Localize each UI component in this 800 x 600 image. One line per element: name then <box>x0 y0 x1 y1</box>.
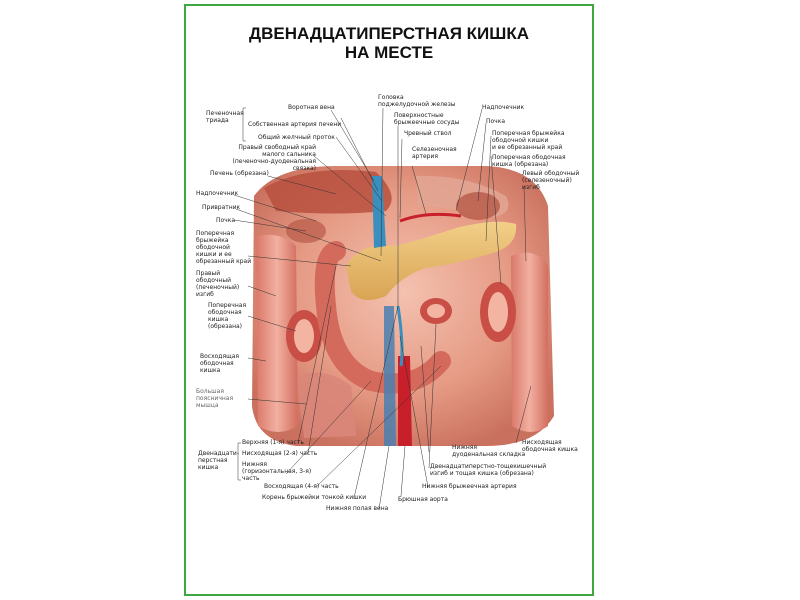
label-splenic-artery: Селезеночная артерия <box>412 146 457 160</box>
anatomy-illustration <box>233 107 554 510</box>
label-duodenal-fold: Нижняя дуоденальная складка <box>452 444 526 458</box>
splenic-artery <box>399 212 462 223</box>
label-ivc: Нижняя полая вена <box>326 505 389 512</box>
leader-lines <box>233 107 532 510</box>
portal-vein <box>372 176 386 248</box>
label-transverse-colon-right: Поперечная ободочная кишка (обрезана) <box>492 154 566 168</box>
label-liver-cut: Печень (обрезана) <box>210 170 269 177</box>
label-adrenal-left: Надпочечник <box>196 190 239 197</box>
label-mesenteric-vessels: Поверхностные брыжеечные сосуды <box>394 112 460 126</box>
label-omentum-edge: Правый свободный край малого сальника (п… <box>232 144 316 172</box>
label-portal-vein: Воротная вена <box>288 104 335 111</box>
label-pancreas-head: Головка поджелудочной железы <box>378 94 456 108</box>
label-mesocolon-cut: Поперечная брыжейка ободочной кишки и ее… <box>196 230 252 265</box>
title-line-2: НА МЕСТЕ <box>344 43 434 62</box>
label-duodenojejunal: Двенадцатиперстно-тощекишечный изгиб и т… <box>430 463 547 477</box>
label-duodenum: Двенадцати- перстная кишка <box>198 450 239 471</box>
label-kidney-right: Почка <box>486 118 506 125</box>
poster-title: ДВЕНАДЦАТИПЕРСТНАЯ КИШКА НА МЕСТЕ <box>186 24 592 62</box>
label-adrenal-right: Надпочечник <box>482 104 525 111</box>
mesenteric-vessels <box>396 305 404 367</box>
descending-colon <box>511 252 548 432</box>
label-psoas: Большая поясничная мышца <box>196 388 234 409</box>
ascending-colon <box>256 234 298 432</box>
label-part-descending: Нисходящая (2-я) часть <box>242 450 318 457</box>
label-part-upper: Верхняя (1-я) часть <box>242 439 304 446</box>
label-part-horizontal: Нижняя (горизонтальная, 3-я) часть <box>242 461 312 482</box>
psoas-muscle <box>296 372 356 438</box>
pancreas <box>346 221 517 300</box>
label-ascending-colon: Восходящая ободочная кишка <box>200 353 240 374</box>
duodenum-loop <box>314 241 451 394</box>
label-mesentery-root: Корень брыжейки тонкой кишки <box>262 494 367 501</box>
poster-frame: ДВЕНАДЦАТИПЕРСТНАЯ КИШКА НА МЕСТЕ <box>184 4 594 596</box>
label-part-ascending: Восходящая (4-я) часть <box>264 483 339 490</box>
label-hepatic-triad: Печеночная триада <box>206 110 244 124</box>
label-transverse-colon-left: Поперечная ободочная кишка (обрезана) <box>208 302 247 330</box>
label-celiac-trunk: Чревный ствол <box>404 130 452 137</box>
label-hepatic-flexure: Правый ободочный (печеночный) изгиб <box>196 270 240 298</box>
label-descending-colon: Нисходящая ободочная кишка <box>522 439 578 453</box>
label-splenic-flexure: Левый ободочный (селезеночный) изгиб <box>522 170 580 191</box>
inferior-vena-cava <box>384 306 396 446</box>
title-line-1: ДВЕНАДЦАТИПЕРСТНАЯ КИШКА <box>248 24 529 43</box>
kidney-right-shape <box>456 192 500 220</box>
label-kidney-left: Почка <box>216 217 236 224</box>
label-pylorus: Привратник <box>202 204 241 211</box>
label-sma: Нижняя брыжеечная артерия <box>422 483 517 490</box>
label-mesocolon-right: Поперечная брыжейка ободочной кишки и ее… <box>492 130 565 151</box>
label-aorta: Брюшная аорта <box>398 496 448 503</box>
label-bile-duct: Общий желчный проток <box>258 134 335 141</box>
label-hepatic-artery: Собственная артерия печени <box>248 121 342 128</box>
